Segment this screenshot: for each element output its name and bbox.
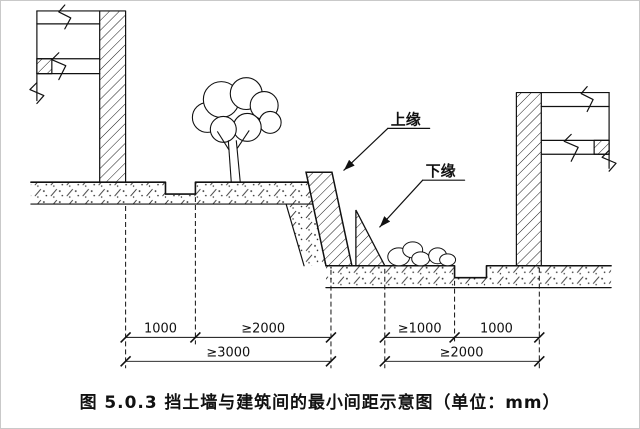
building-right [515, 86, 617, 267]
callout-upper-edge: 上缘 [343, 110, 431, 171]
dim-right-1000b: 1000 [480, 321, 513, 336]
break-line-icon [580, 86, 594, 113]
dim-left-1000: 1000 [144, 321, 177, 336]
upper-edge-leader [343, 127, 389, 171]
bushes [387, 241, 457, 267]
retaining-wall-toe-slope [355, 209, 386, 267]
tree-branch [236, 130, 250, 149]
bush [439, 253, 457, 267]
tree-trunk [227, 140, 232, 183]
dimension-lines [120, 331, 545, 367]
tree-canopy [232, 112, 262, 142]
callout-lower-edge: 下缘 [379, 162, 466, 228]
lower-grade-line [325, 264, 612, 279]
tree-branch [216, 131, 230, 151]
break-line-icon [29, 82, 45, 105]
building-left-slab-end [36, 58, 53, 75]
dimension-texts: 1000 ≥2000 ≥3000 ≥1000 1000 ≥2000 [144, 321, 513, 360]
building-left-wall [99, 10, 127, 183]
tree [191, 77, 282, 183]
bush [411, 251, 431, 267]
break-line-icon [51, 52, 67, 81]
dim-left-3000: ≥3000 [206, 345, 250, 360]
retaining-wall [305, 171, 386, 267]
lower-edge-label: 下缘 [426, 162, 456, 180]
lower-edge-leader [379, 179, 424, 228]
figure-caption: 图 5.0.3 挡土墙与建筑间的最小间距示意图（单位：mm） [80, 392, 561, 412]
tree-canopy [209, 115, 237, 143]
building-right-slab-end [593, 139, 610, 155]
extension-lines [125, 197, 540, 369]
tree-trunk [235, 140, 241, 183]
dim-left-2000: ≥2000 [241, 321, 285, 336]
dim-right-1000a: ≥1000 [398, 321, 442, 336]
ground-upper [30, 181, 314, 205]
building-right-wall [515, 91, 542, 267]
upper-grade-line [30, 181, 309, 195]
break-line-icon [58, 4, 72, 30]
building-left [29, 4, 127, 183]
break-line-icon [563, 133, 579, 162]
ground-lower [325, 264, 612, 289]
dim-right-2000: ≥2000 [440, 345, 484, 360]
upper-edge-label: 上缘 [391, 110, 421, 128]
tree-canopy [258, 110, 282, 134]
